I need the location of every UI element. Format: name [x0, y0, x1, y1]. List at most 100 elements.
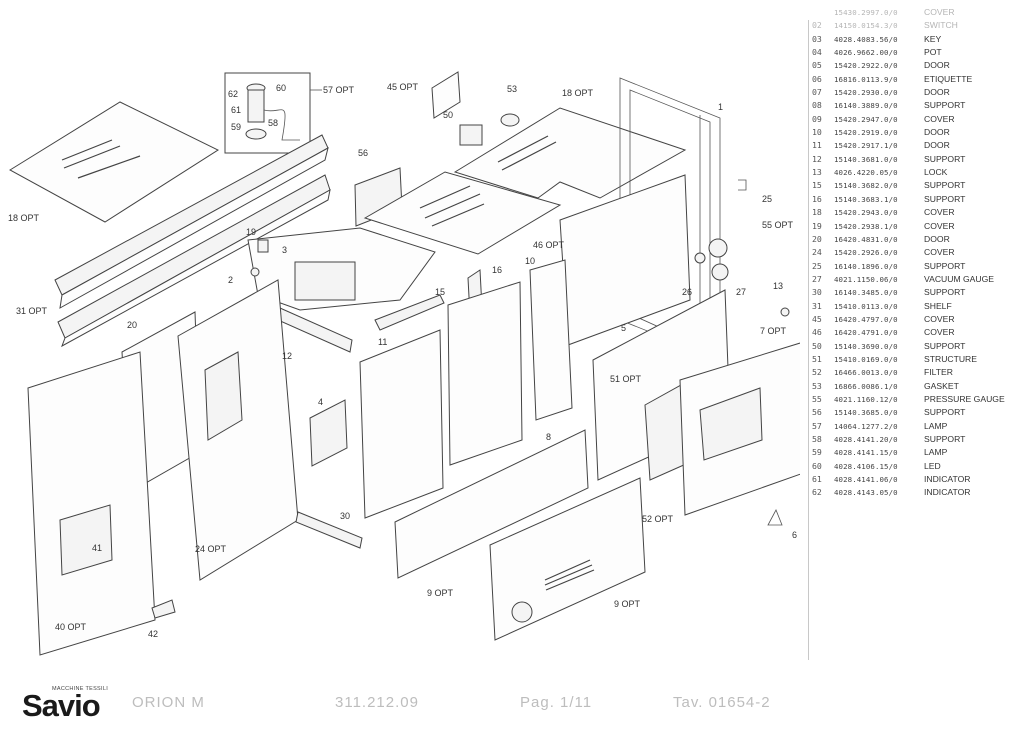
callout-19: 19 — [246, 227, 256, 237]
parts-list-pos: 58 — [812, 434, 822, 444]
parts-list-pos: 09 — [812, 113, 822, 124]
exploded-view-drawing: 57 OPT 62 61 60 59 58 45 OPT 50 53 18 OP… — [8, 71, 800, 656]
part-15 — [374, 294, 445, 331]
parts-list-code: 4028.4141.06/0 — [834, 475, 898, 485]
parts-list-pos: 07 — [812, 87, 822, 98]
parts-list-desc: LOCK — [924, 167, 948, 178]
parts-list-code: 4021.1160.12/0 — [834, 394, 898, 404]
callout-6: 6 — [792, 530, 797, 540]
parts-list-code: 15140.3683.1/0 — [834, 194, 898, 204]
parts-list-code: 15420.2947.0/0 — [834, 114, 898, 124]
callout-61: 61 — [231, 105, 241, 115]
callout-51: 51 OPT — [610, 374, 642, 384]
parts-list-desc: SUPPORT — [924, 260, 966, 271]
parts-list-pos: 50 — [812, 340, 822, 351]
callout-58: 58 — [268, 118, 278, 128]
parts-list-desc: SUPPORT — [924, 407, 966, 418]
parts-list-code: 16866.0086.1/0 — [834, 381, 898, 391]
callout-7: 7 OPT — [760, 326, 787, 336]
callout-8: 8 — [546, 432, 551, 442]
parts-list-code: 15140.3690.0/0 — [834, 341, 898, 351]
parts-list-code: 15420.2938.1/0 — [834, 221, 898, 231]
parts-list-pos: 52 — [812, 367, 822, 378]
callout-31: 31 OPT — [16, 306, 48, 316]
callout-53: 53 — [507, 84, 517, 94]
parts-list-desc: SUPPORT — [924, 340, 966, 351]
part-55-gauge — [708, 238, 728, 258]
callout-57: 57 OPT — [323, 85, 355, 95]
parts-list-code: 4028.4083.56/0 — [834, 34, 898, 44]
callout-3: 3 — [282, 245, 287, 255]
parts-list-pos: 19 — [812, 220, 822, 231]
parts-list-desc: SUPPORT — [924, 153, 966, 164]
callout-24: 24 OPT — [195, 544, 227, 554]
callout-25: 25 — [762, 194, 772, 204]
parts-list-code: 16420.4831.0/0 — [834, 234, 898, 244]
parts-list-code: 14150.0154.3/0 — [834, 21, 898, 31]
parts-list-desc: PRESSURE GAUGE — [924, 393, 1005, 404]
part-18-left — [9, 101, 220, 223]
parts-list-pos: 56 — [812, 407, 822, 418]
parts-list-code: 15140.3685.0/0 — [834, 408, 898, 418]
parts-list-code: 15420.2943.0/0 — [834, 208, 898, 218]
parts-list-desc: GASKET — [924, 380, 959, 391]
part-27-gauge — [711, 263, 729, 281]
part-4 — [309, 399, 348, 467]
callout-27: 27 — [736, 287, 746, 297]
parts-list-desc: LED — [924, 460, 941, 471]
parts-list-code: 15420.2917.1/0 — [834, 141, 898, 151]
parts-list-pos: 53 — [812, 380, 822, 391]
parts-list-desc: COVER — [924, 247, 955, 258]
parts-list-desc: INDICATOR — [924, 487, 971, 498]
parts-list-pos: 62 — [812, 487, 822, 498]
parts-list-code: 16140.3485.0/0 — [834, 288, 898, 298]
parts-list-pos: 11 — [812, 140, 822, 151]
parts-list-pos: 55 — [812, 393, 822, 404]
parts-list-code: 15420.2919.0/0 — [834, 128, 898, 138]
logo-subtitle: MACCHINE TESSILI — [52, 686, 109, 692]
callout-13: 13 — [773, 281, 783, 291]
parts-list-code: 15140.3681.0/0 — [834, 154, 898, 164]
callout-56: 56 — [358, 148, 368, 158]
exploded-view-svg: 57 OPT 62 61 60 59 58 45 OPT 50 53 18 OP… — [8, 71, 800, 656]
callout-26: 26 — [682, 287, 692, 297]
parts-list-code: 4026.9662.00/0 — [834, 48, 898, 58]
parts-list-desc: LAMP — [924, 447, 948, 458]
parts-list-desc: INDICATOR — [924, 474, 971, 485]
parts-list-pos: 13 — [812, 167, 822, 178]
callout-30: 30 — [340, 511, 350, 521]
callout-11: 11 — [378, 337, 387, 347]
parts-list-pos: 45 — [812, 313, 822, 324]
parts-list-desc: SUPPORT — [924, 180, 966, 191]
parts-list-desc: SUPPORT — [924, 287, 966, 298]
parts-list-row: 50 15140.3690.0/0 SUPPORT — [812, 340, 1017, 353]
part-50 — [459, 124, 483, 146]
parts-list-row: 53 16866.0086.1/0 GASKET — [812, 380, 1017, 393]
callout-62: 62 — [228, 89, 238, 99]
parts-list-code: 15430.2997.0/0 — [834, 8, 898, 17]
parts-list-row: 55 4021.1160.12/0 PRESSURE GAUGE — [812, 393, 1017, 406]
parts-list-code: 4028.4141.15/0 — [834, 448, 898, 458]
part-10 — [447, 281, 523, 466]
part-3 — [257, 239, 269, 253]
callout-9a: 9 OPT — [427, 588, 454, 598]
callout-50: 50 — [443, 110, 453, 120]
